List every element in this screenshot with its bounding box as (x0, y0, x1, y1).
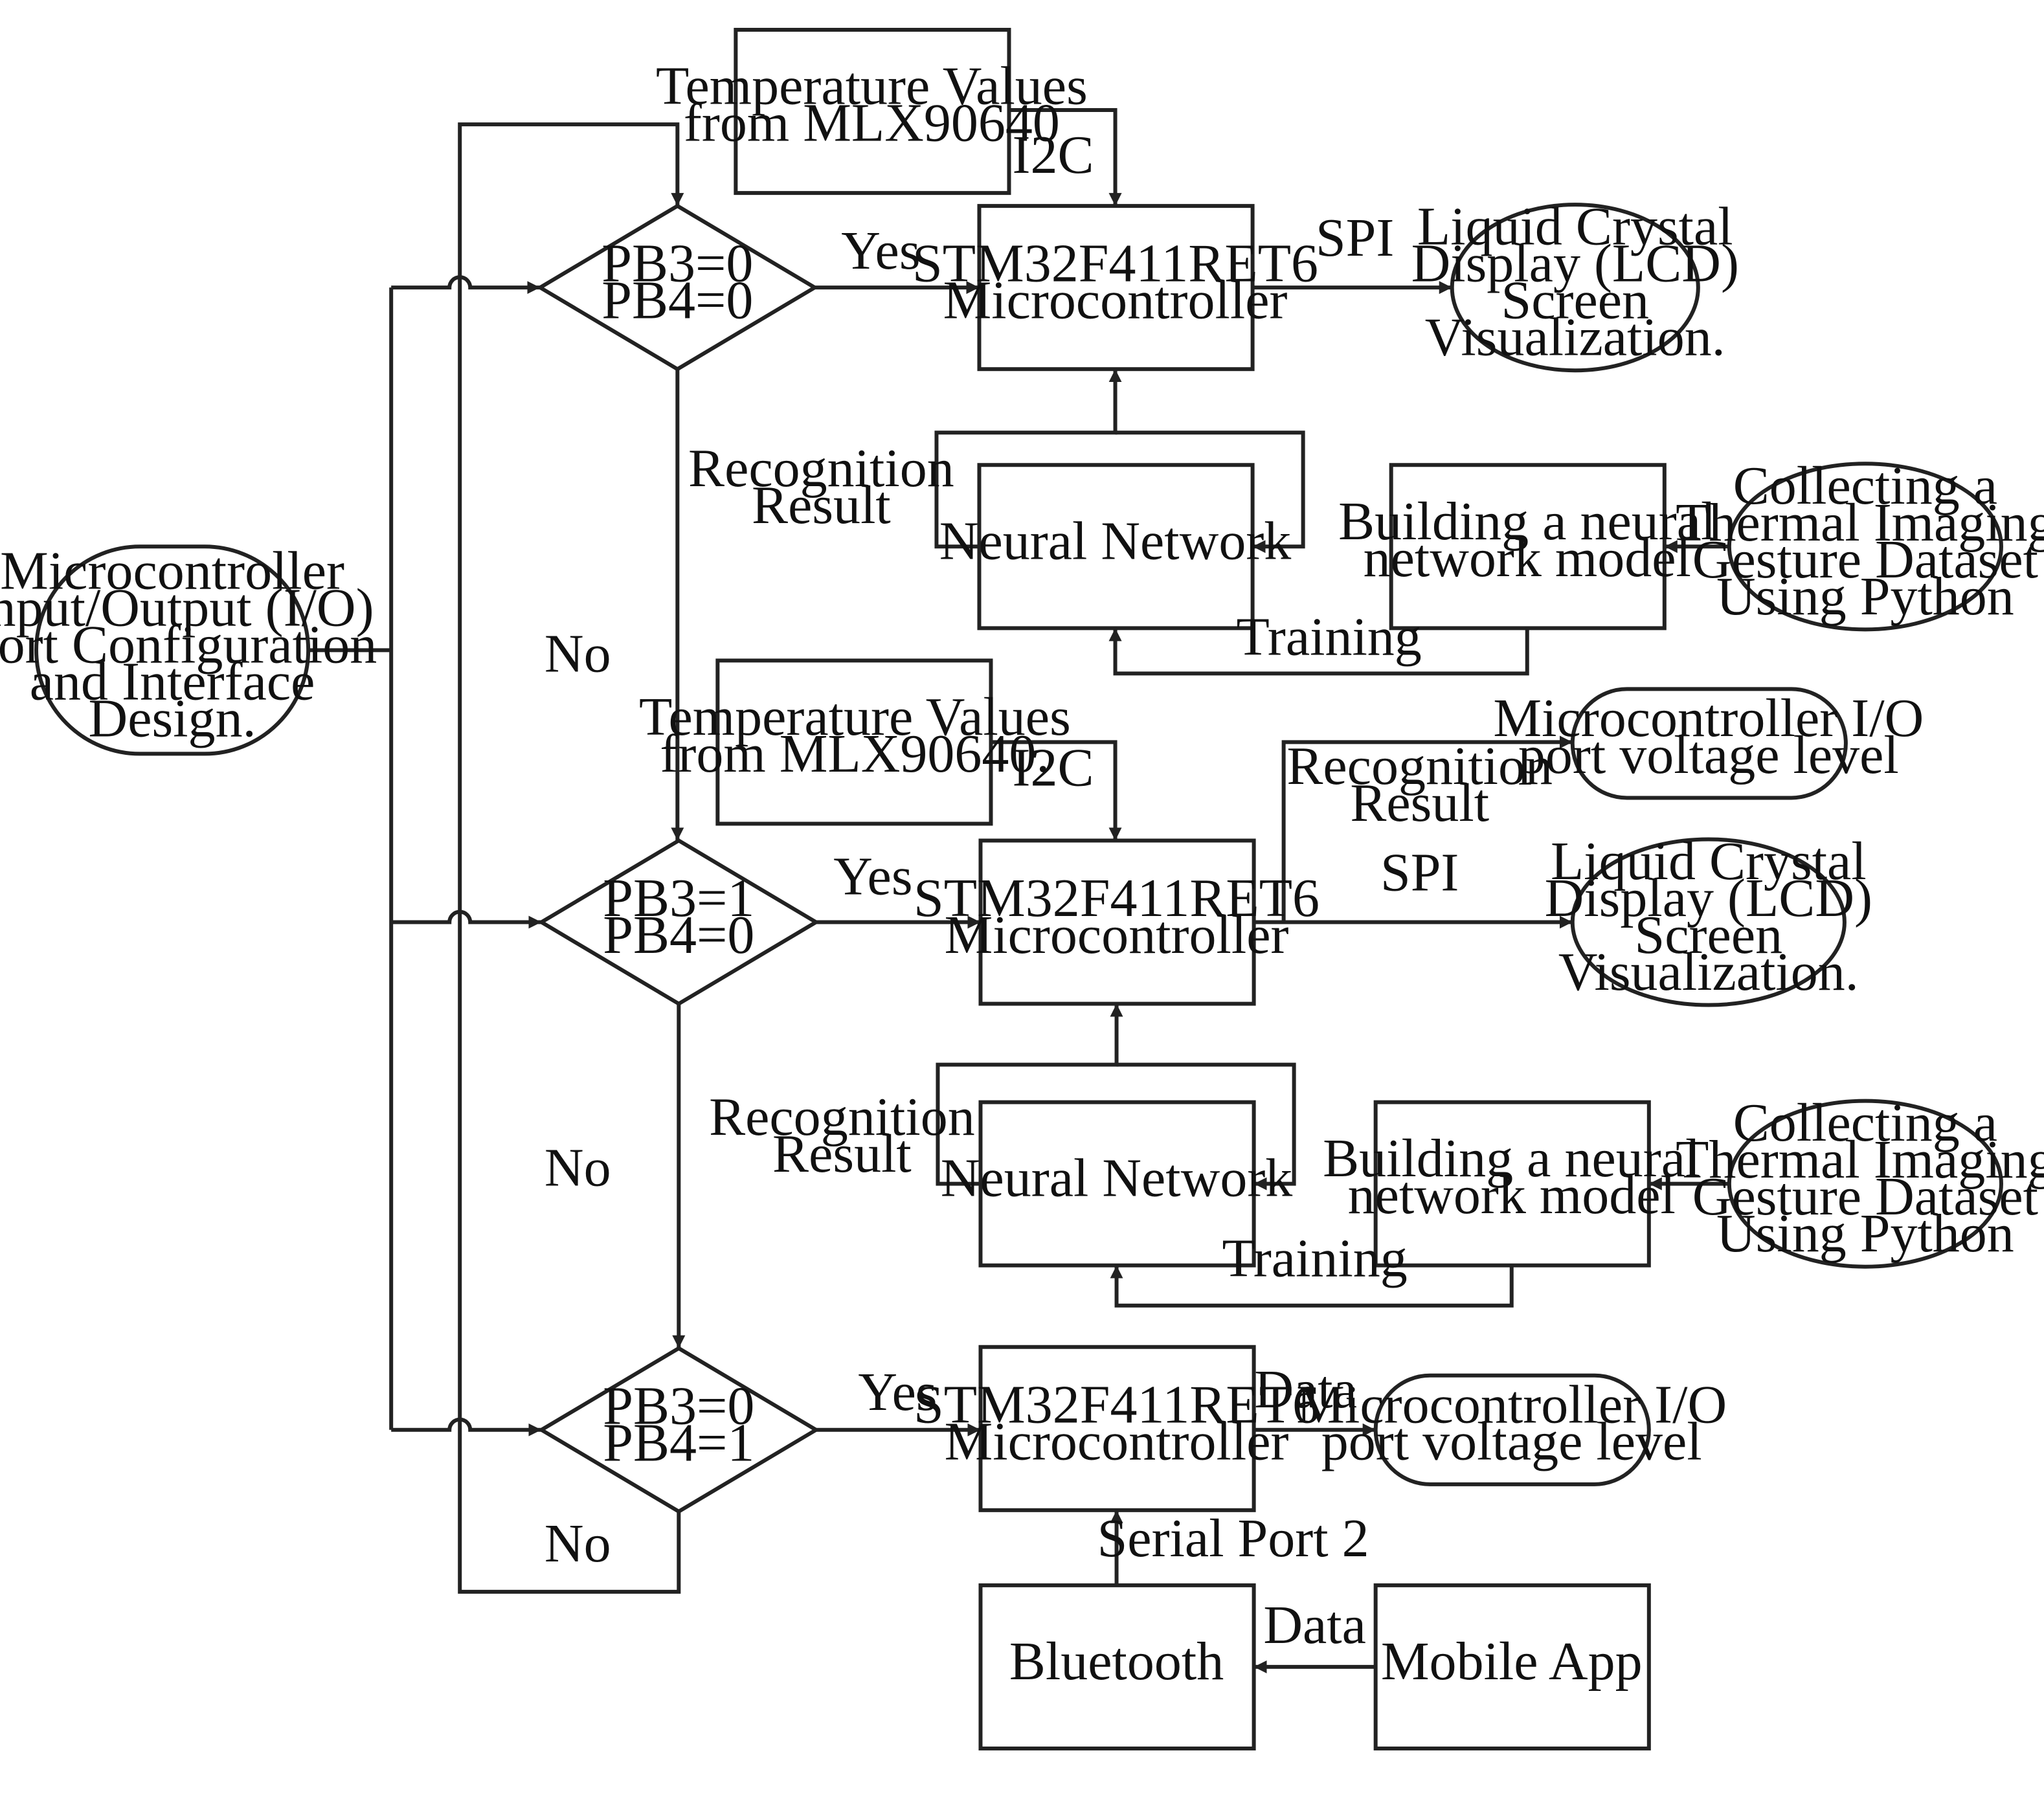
mobile-app-text: Mobile App (1381, 1631, 1643, 1692)
label-i2c-1: I2C (1013, 125, 1094, 185)
connector-20 (1116, 1062, 1296, 1190)
connector-18 (1281, 735, 1573, 922)
neural-network-1: Neural Network (939, 463, 1292, 631)
label-serial-port-2: Serial Port 2 (1097, 1508, 1369, 1569)
label-yes-1: Yes (841, 221, 920, 281)
bluetooth-module-text: Bluetooth (1009, 1631, 1224, 1692)
label-training-1: Training (1236, 607, 1421, 667)
neural-network-2-text: Neural Network (941, 1148, 1294, 1209)
label-yes-2: Yes (833, 847, 912, 907)
label-no-3: No (545, 1514, 611, 1574)
connector-5 (391, 1417, 542, 1436)
connector-4 (391, 910, 542, 929)
bluetooth-module: Bluetooth (978, 1583, 1256, 1750)
connector-22 (1110, 1265, 1514, 1308)
label-spi-2: SPI (1380, 843, 1459, 903)
neural-network-2: Neural Network (941, 1100, 1294, 1268)
label-spi-1: SPI (1316, 208, 1394, 268)
mobile-app: Mobile App (1373, 1583, 1651, 1750)
connector-10 (934, 369, 1122, 549)
label-data-out-3: Data (1254, 1359, 1357, 1420)
connector-6 (458, 122, 684, 1594)
label-i2c-2: I2C (1013, 738, 1094, 798)
connector-11 (1115, 430, 1305, 553)
connector-lines (308, 108, 1729, 1673)
connector-19 (936, 1003, 1123, 1186)
label-yes-3: Yes (858, 1362, 937, 1422)
label-no-1: No (545, 624, 611, 684)
neural-network-1-text: Neural Network (939, 511, 1292, 572)
label-training-2: Training (1222, 1229, 1407, 1289)
connector-15 (991, 740, 1122, 841)
label-data-app: Data (1263, 1595, 1366, 1655)
connector-3 (391, 275, 541, 295)
connector-7 (1009, 108, 1122, 207)
label-no-2: No (545, 1138, 611, 1198)
connector-13 (1108, 628, 1529, 676)
